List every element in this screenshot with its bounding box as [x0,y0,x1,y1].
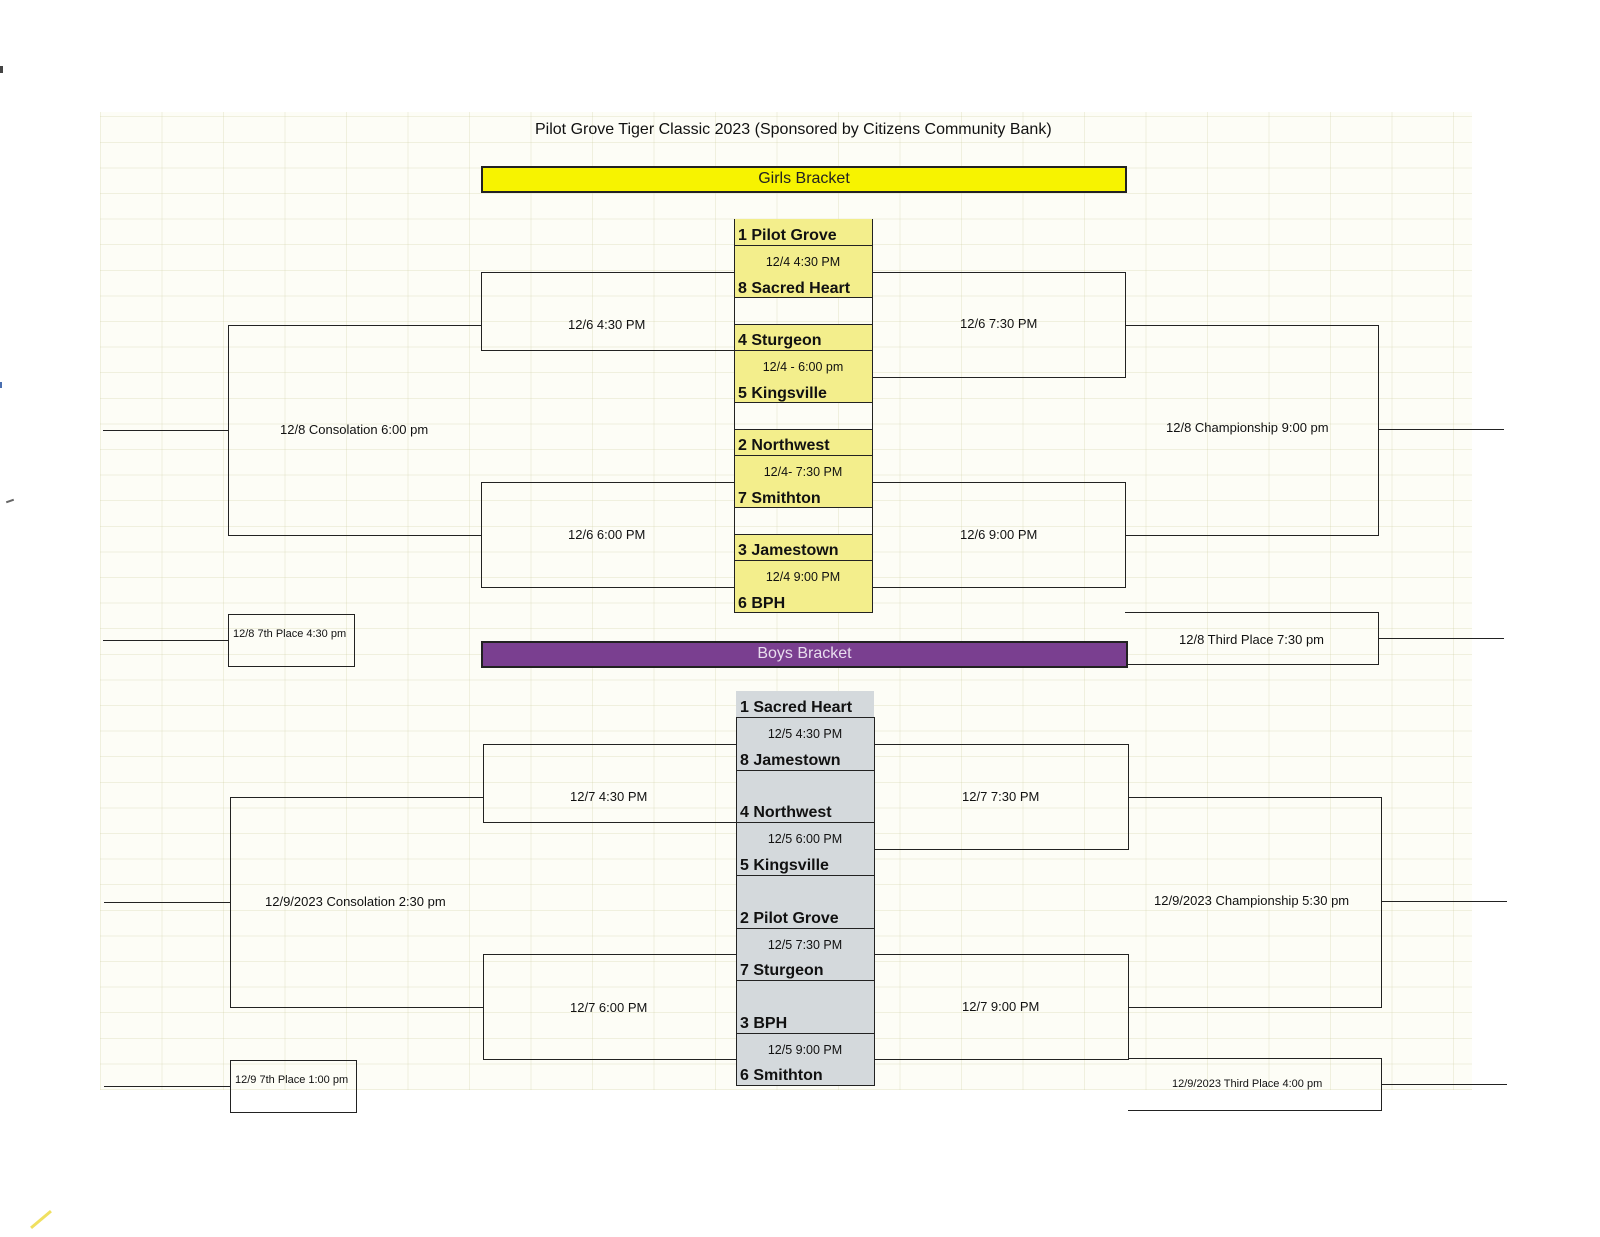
girls-game-1-time: 12/4 4:30 PM [765,255,841,269]
girls-third-place: 12/8 Third Place 7:30 pm [1179,632,1325,647]
girls-team-7-label: 7 Smithton [738,490,821,507]
girls-game-2-time: 12/4 - 6:00 pm [762,360,844,374]
boys-divider [736,822,875,823]
girls-championship-semi-1: 12/6 7:30 PM [960,316,1038,331]
boys-divider [736,980,875,981]
girls-bracket-banner: Girls Bracket [481,166,1127,193]
girls-team-2: 2 Northwest [734,429,872,455]
girls-champion-line [1378,429,1504,430]
boys-championship-semi-1: 12/7 7:30 PM [962,789,1040,804]
girls-consolation-semi-1-box [481,272,735,351]
boys-third-place-line [1381,1084,1507,1085]
girls-team-8-label: 8 Sacred Heart [738,280,851,297]
scan-mark [5,498,15,504]
boys-team-5: 5 Kingsville [740,857,829,874]
boys-seventh-place: 12/9 7th Place 1:00 pm [235,1074,349,1086]
boys-divider [736,770,875,771]
boys-seventh-place-box [230,1060,357,1113]
girls-team-column [734,219,873,613]
girls-divider [734,429,873,430]
boys-team-4: 4 Northwest [740,804,832,821]
girls-seventh-place: 12/8 7th Place 4:30 pm [233,628,347,640]
boys-team-8: 8 Jamestown [740,752,841,769]
girls-team-5-label: 5 Kingsville [738,385,827,402]
girls-seventh-place-line [103,640,229,641]
girls-team-4: 4 Sturgeon [734,324,872,350]
boys-consolation: 12/9/2023 Consolation 2:30 pm [265,894,446,909]
boys-championship-semi-2: 12/7 9:00 PM [962,999,1040,1014]
boys-championship-box [1128,797,1382,1008]
girls-consolation-semi-2: 12/6 6:00 PM [568,527,646,542]
girls-team-3: 3 Jamestown [734,534,872,560]
boys-game-3-time: 12/5 7:30 PM [767,938,843,952]
boys-bracket-banner: Boys Bracket [481,641,1128,668]
girls-seventh-place-box [228,614,355,667]
boys-third-place: 12/9/2023 Third Place 4:00 pm [1172,1078,1323,1090]
boys-divider [736,1085,875,1086]
girls-team-1: 1 Pilot Grove [734,219,872,245]
girls-championship-semi-2: 12/6 9:00 PM [960,527,1038,542]
girls-consolation-winner-line [103,430,229,431]
girls-game-4-box [734,560,873,613]
girls-consolation-semi-1: 12/6 4:30 PM [568,317,646,332]
boys-game-4-time: 12/5 9:00 PM [767,1043,843,1057]
boys-divider [736,1033,875,1034]
scan-mark [0,382,2,388]
girls-game-3-time: 12/4- 7:30 PM [763,465,843,479]
boys-seventh-place-line [104,1086,231,1087]
girls-team-6-label: 6 BPH [738,595,786,612]
girls-championship-box [1125,325,1379,536]
boys-divider [736,875,875,876]
boys-team-2: 2 Pilot Grove [740,910,839,927]
girls-third-place-line [1378,638,1504,639]
boys-divider [736,717,875,718]
page-title: Pilot Grove Tiger Classic 2023 (Sponsore… [535,121,1052,138]
boys-champion-line [1381,901,1507,902]
girls-game-4-time: 12/4 9:00 PM [765,570,841,584]
boys-championship: 12/9/2023 Championship 5:30 pm [1154,893,1350,908]
girls-divider [734,324,873,325]
scan-mark [0,66,3,73]
boys-team-3: 3 BPH [740,1015,788,1032]
boys-consolation-semi-1-box [483,744,737,823]
boys-game-2-time: 12/5 6:00 PM [767,832,843,846]
boys-team-6: 6 Smithton [740,1067,823,1084]
girls-game-2-box [734,350,873,403]
boys-team-column [736,717,875,1085]
boys-game-1-time: 12/5 4:30 PM [767,727,843,741]
girls-divider [734,534,873,535]
boys-consolation-semi-1: 12/7 4:30 PM [570,789,648,804]
girls-championship: 12/8 Championship 9:00 pm [1166,420,1329,435]
boys-team-7: 7 Sturgeon [740,962,824,979]
boys-team-1: 1 Sacred Heart [736,691,874,717]
highlighter-mark [30,1209,52,1230]
boys-divider [736,928,875,929]
girls-consolation: 12/8 Consolation 6:00 pm [280,422,429,437]
boys-consolation-winner-line [104,902,231,903]
boys-consolation-semi-2: 12/7 6:00 PM [570,1000,648,1015]
